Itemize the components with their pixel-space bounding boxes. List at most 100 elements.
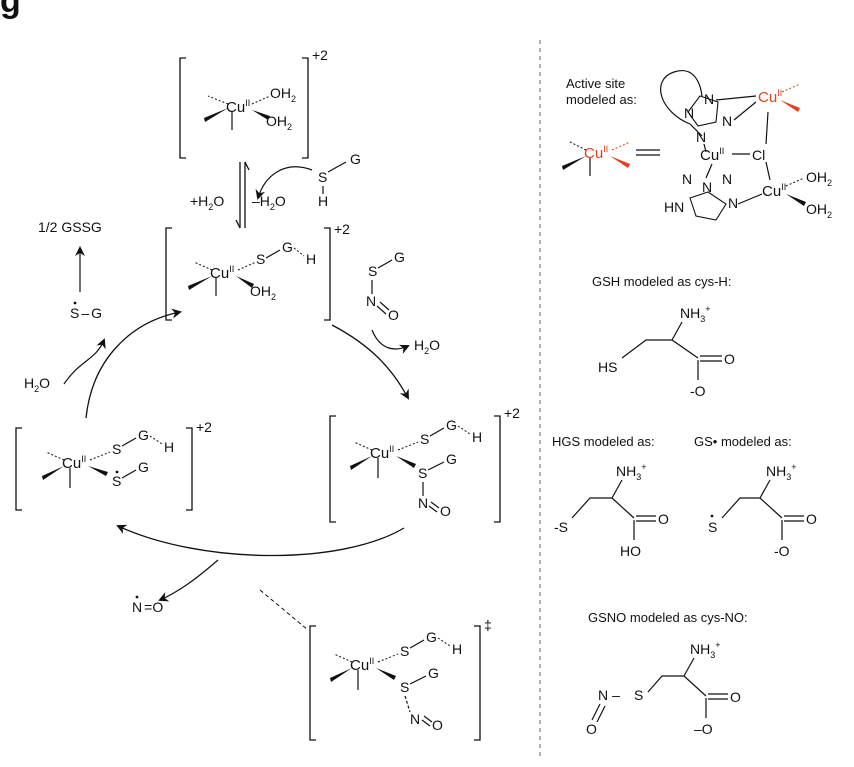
svg-text:-O: -O xyxy=(774,543,790,559)
gsh-binding-arrow xyxy=(255,166,313,200)
charge-label: +2 xyxy=(312,47,328,63)
svg-text:N: N xyxy=(696,129,706,145)
svg-text:O: O xyxy=(440,503,451,519)
svg-text:H: H xyxy=(472,429,482,445)
gsno-model-title: GSNO modeled as cys-NO: xyxy=(588,610,748,625)
svg-text:S: S xyxy=(256,251,265,267)
svg-text:NH3+: NH3+ xyxy=(680,304,711,324)
svg-text:G: G xyxy=(138,427,149,443)
cycle-arrow-3-4 xyxy=(116,524,405,557)
svg-text:N: N xyxy=(722,171,732,187)
gssg-label: 1/2 GSSG xyxy=(38,219,102,235)
svg-text:S: S xyxy=(368,263,377,279)
svg-text:N: N xyxy=(702,179,712,195)
complex-cu-gsh-gsno: +2 CuII S G H S G N O xyxy=(329,405,520,523)
svg-text:O: O xyxy=(432,717,443,733)
svg-text:HS: HS xyxy=(598,359,617,375)
ts-symbol: ‡ xyxy=(484,617,492,633)
svg-text:N: N xyxy=(682,171,692,187)
svg-text:G: G xyxy=(282,239,293,255)
svg-text:NH3+: NH3+ xyxy=(766,462,797,482)
svg-text:G: G xyxy=(426,629,437,645)
svg-text:H: H xyxy=(452,641,462,657)
gsradical-model: GS• modeled as: NH3+ S O -O xyxy=(694,434,817,559)
svg-text:S: S xyxy=(420,431,429,447)
svg-text:HN: HN xyxy=(664,199,684,215)
svg-text:S: S xyxy=(634,687,643,703)
svg-text:-S: -S xyxy=(554,519,568,535)
complex-cu-gsh-gsradical: +2 CuII S G H S G xyxy=(15,419,212,511)
no-radical-label: N=O xyxy=(132,599,163,615)
svg-text:HO: HO xyxy=(620,543,641,559)
cycle-arrow-4-2 xyxy=(85,308,182,419)
svg-text:CuII: CuII xyxy=(758,88,782,106)
svg-text:S: S xyxy=(112,441,121,457)
no-release-arrow xyxy=(158,559,219,602)
water-add-label: +H2O xyxy=(190,193,224,212)
svg-text:O: O xyxy=(730,689,741,705)
charge-label: +2 xyxy=(196,419,212,435)
svg-text:N–: N– xyxy=(598,687,620,703)
svg-text:CuII: CuII xyxy=(350,656,374,674)
svg-text:G: G xyxy=(446,451,457,467)
cycle-arrow-2-3 xyxy=(331,324,409,400)
svg-text:NH3+: NH3+ xyxy=(690,640,721,660)
svg-text:S: S xyxy=(418,465,427,481)
active-site-label: Active site xyxy=(566,76,625,91)
svg-text:CuII: CuII xyxy=(210,264,234,282)
gs-radical-product: S–G xyxy=(70,301,102,321)
svg-text:N: N xyxy=(684,105,694,121)
svg-text:CuII: CuII xyxy=(62,454,86,472)
svg-text:N: N xyxy=(728,195,738,211)
charge-label: +2 xyxy=(504,405,520,421)
svg-text:Cl: Cl xyxy=(752,147,765,163)
active-site-label-2: modeled as: xyxy=(566,92,637,107)
bracket-right xyxy=(302,57,309,159)
svg-text:N: N xyxy=(418,495,428,511)
svg-text:G: G xyxy=(138,459,149,475)
svg-text:G: G xyxy=(446,417,457,433)
svg-text:S–G: S–G xyxy=(70,305,102,321)
svg-text:H: H xyxy=(306,251,316,267)
svg-text:OH2: OH2 xyxy=(806,169,832,188)
svg-text:CuII: CuII xyxy=(584,144,608,162)
water-out-label: H2O xyxy=(414,337,440,356)
svg-text:–O: –O xyxy=(694,721,713,737)
svg-text:OH2: OH2 xyxy=(250,283,276,302)
svg-text:NH3+: NH3+ xyxy=(616,462,647,482)
svg-text:O: O xyxy=(586,721,597,737)
svg-text:CuII: CuII xyxy=(700,146,724,164)
svg-text:S: S xyxy=(708,519,717,535)
svg-text:S: S xyxy=(400,643,409,659)
cu-center: CuII xyxy=(226,98,250,116)
complex-cu-diaqua: +2 CuII OH2 OH2 xyxy=(179,47,328,159)
svg-text:CuII: CuII xyxy=(370,444,394,462)
water-remove-label: –H2O xyxy=(252,193,286,212)
hgs-model: HGS modeled as: NH3+ -S O HO xyxy=(552,434,669,559)
gsno-model: GSNO modeled as cys-NO: NH3+ S N– O O –O xyxy=(586,610,748,737)
hgs-model-title: HGS modeled as: xyxy=(552,434,655,449)
svg-text:CuII: CuII xyxy=(762,182,786,200)
water-release-arrow xyxy=(371,329,410,354)
transition-state: ‡ CuII S G H S G N O xyxy=(309,617,492,741)
svg-text:O: O xyxy=(806,511,817,527)
partial-header-letter: g xyxy=(0,0,21,20)
aqua-ligand-top: OH2 xyxy=(270,85,296,104)
water-in-label: H2O xyxy=(24,375,50,394)
equilibrium-arrows xyxy=(235,161,250,229)
svg-text:N: N xyxy=(366,293,376,309)
aqua-ligand-bottom: OH2 xyxy=(266,113,292,132)
gsh-model: GSH modeled as cys-H: NH3+ HS O -O xyxy=(592,274,735,399)
svg-text:O: O xyxy=(724,351,735,367)
svg-text:H: H xyxy=(164,439,174,455)
gsh-model-title: GSH modeled as cys-H: xyxy=(592,274,731,289)
svg-text:N: N xyxy=(410,711,420,727)
gsno-reagent: S G N O xyxy=(366,249,405,323)
svg-text:G: G xyxy=(350,151,361,167)
ts-connector xyxy=(259,589,309,631)
svg-text:S: S xyxy=(112,473,121,489)
svg-text:-O: -O xyxy=(690,383,706,399)
complex-cu-gsh: +2 CuII S G H OH2 xyxy=(165,221,350,321)
water-uptake-arrow xyxy=(63,338,106,385)
